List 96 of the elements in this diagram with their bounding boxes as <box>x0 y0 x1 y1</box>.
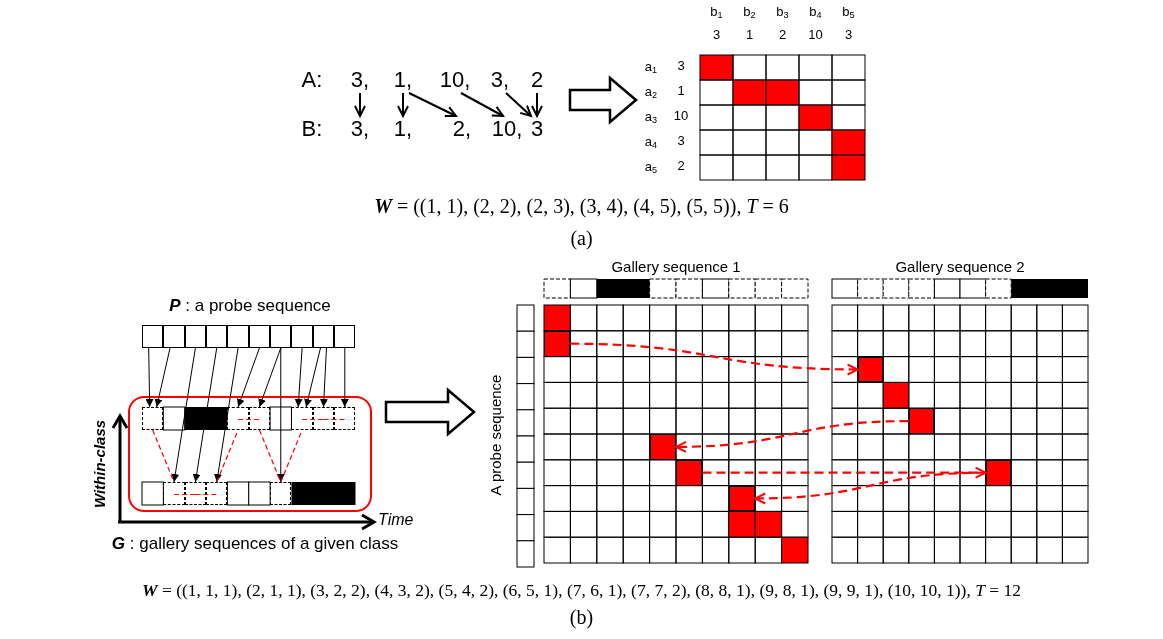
text-label: a$_{4}$ <box>643 134 659 151</box>
sequence-value: 2 <box>519 67 555 93</box>
grid-title: Gallery sequence 2 <box>894 258 1026 276</box>
warping-path <box>301 418 325 421</box>
text-label: B: <box>300 116 324 143</box>
text-label: a$_{3}$ <box>643 109 659 126</box>
arrow <box>154 347 171 408</box>
dashed-arrow <box>570 342 859 376</box>
text-label: 2 <box>676 158 686 174</box>
text-label: 10 <box>672 108 690 124</box>
matched-frame-cell <box>270 482 292 505</box>
hollow-arrow <box>384 387 476 437</box>
arrow <box>276 347 285 483</box>
text-label: (a) <box>569 226 594 250</box>
matched-frame-cell <box>184 482 207 505</box>
matched-cell <box>908 408 935 434</box>
sequence-value: 10, <box>489 116 525 142</box>
text-label: 3 <box>711 27 722 43</box>
arrow <box>214 347 239 483</box>
matched-frame-cell <box>206 482 228 505</box>
probe-frame-cell <box>334 325 356 348</box>
dashed-arrow <box>754 471 986 505</box>
text-label: 3 <box>843 27 854 43</box>
matched-cell <box>544 330 571 357</box>
text-label: b$_{1}$ <box>709 4 724 21</box>
probe-frame-cell <box>184 325 207 348</box>
arrow <box>397 92 409 117</box>
matched-frame-cell <box>142 407 164 430</box>
text-label: A: <box>300 67 324 94</box>
sequence-value: 10, <box>437 67 473 93</box>
arrow <box>505 92 532 117</box>
text-label: (b) <box>568 605 595 629</box>
text-label: b$_{4}$ <box>808 4 823 21</box>
text-label: b$_{2}$ <box>742 4 757 21</box>
sequence-value: 3, <box>342 116 378 142</box>
arrow <box>258 347 282 408</box>
probe-frame-cell <box>206 325 228 348</box>
warping-path <box>194 493 218 496</box>
probe-frame-cell <box>227 325 249 348</box>
text-label: W = ((1, 1), (2, 2), (2, 3), (3, 4), (4, 5), (5, 5)), T = 6 <box>373 194 790 218</box>
warping-path <box>322 418 346 421</box>
sequence-value: 3, <box>342 67 378 93</box>
dashed-arrow <box>702 466 987 479</box>
matched-frame-cell <box>291 407 313 430</box>
arrow <box>237 347 260 408</box>
text-label: 3 <box>676 58 686 74</box>
probe-frame-cell <box>312 325 335 348</box>
sequence-value: 2, <box>444 116 480 142</box>
probe-frame-cell <box>270 325 292 348</box>
text-label: b$_{3}$ <box>775 4 790 21</box>
arrow <box>319 347 328 408</box>
text-label: 10 <box>807 27 824 43</box>
text-label: a$_{5}$ <box>643 159 659 176</box>
text-label: a$_{2}$ <box>643 84 659 101</box>
probe-frame-cell <box>163 325 185 348</box>
text-label: Time <box>378 510 415 530</box>
text-label: W = ((1, 1, 1), (2, 1, 1), (3, 2, 2), (4, 3, 2), (5, 4, 2), (6, 5, 1), (7, 6, 1), (7, 7, 2), (8, 8, 1), (9, 8, 1), (9, 9, 1), (10, 10, 1)), T = 12 <box>140 580 1023 601</box>
arrow <box>408 92 457 118</box>
class-frame <box>128 396 372 512</box>
text-label: G : gallery sequences of a given class <box>110 534 400 555</box>
matched-cell <box>676 459 703 486</box>
matched-frame-cell <box>334 407 356 430</box>
text-label: A probe sequence <box>487 373 505 498</box>
text-label: P : a probe sequence <box>168 296 332 317</box>
arrow <box>294 347 303 408</box>
text-label: 2 <box>777 27 788 43</box>
sequence-value: 1, <box>385 67 421 93</box>
matrix-grid <box>700 55 865 180</box>
matched-frame-cell <box>227 407 249 430</box>
probe-frame-cell <box>142 325 164 348</box>
arrow <box>531 92 543 117</box>
matched-frame-cell <box>312 407 335 430</box>
sequence-value: 3, <box>482 67 518 93</box>
arrow <box>304 347 321 408</box>
text-label: Within-class <box>91 418 109 511</box>
matched-frame-cell <box>163 482 185 505</box>
warping-path <box>173 493 196 496</box>
text-label: 1 <box>676 83 686 99</box>
warping-path <box>237 418 261 421</box>
text-label: b$_{5}$ <box>841 4 856 21</box>
matched-cell <box>649 434 676 460</box>
arrow <box>192 347 218 483</box>
sequence-value: 1, <box>385 116 421 142</box>
arrow <box>354 92 366 117</box>
dashed-arrow <box>675 420 909 453</box>
matched-frame-cell <box>248 407 271 430</box>
text-label: 1 <box>744 27 755 43</box>
probe-frame-cell <box>291 325 313 348</box>
grid-title: Gallery sequence 1 <box>610 258 742 276</box>
arrow <box>460 92 504 117</box>
probe-frame-cell <box>248 325 271 348</box>
text-label: 3 <box>676 133 686 149</box>
text-label: a$_{1}$ <box>643 59 659 76</box>
arrow <box>145 347 154 408</box>
arrow <box>340 347 349 408</box>
arrow <box>171 347 196 483</box>
